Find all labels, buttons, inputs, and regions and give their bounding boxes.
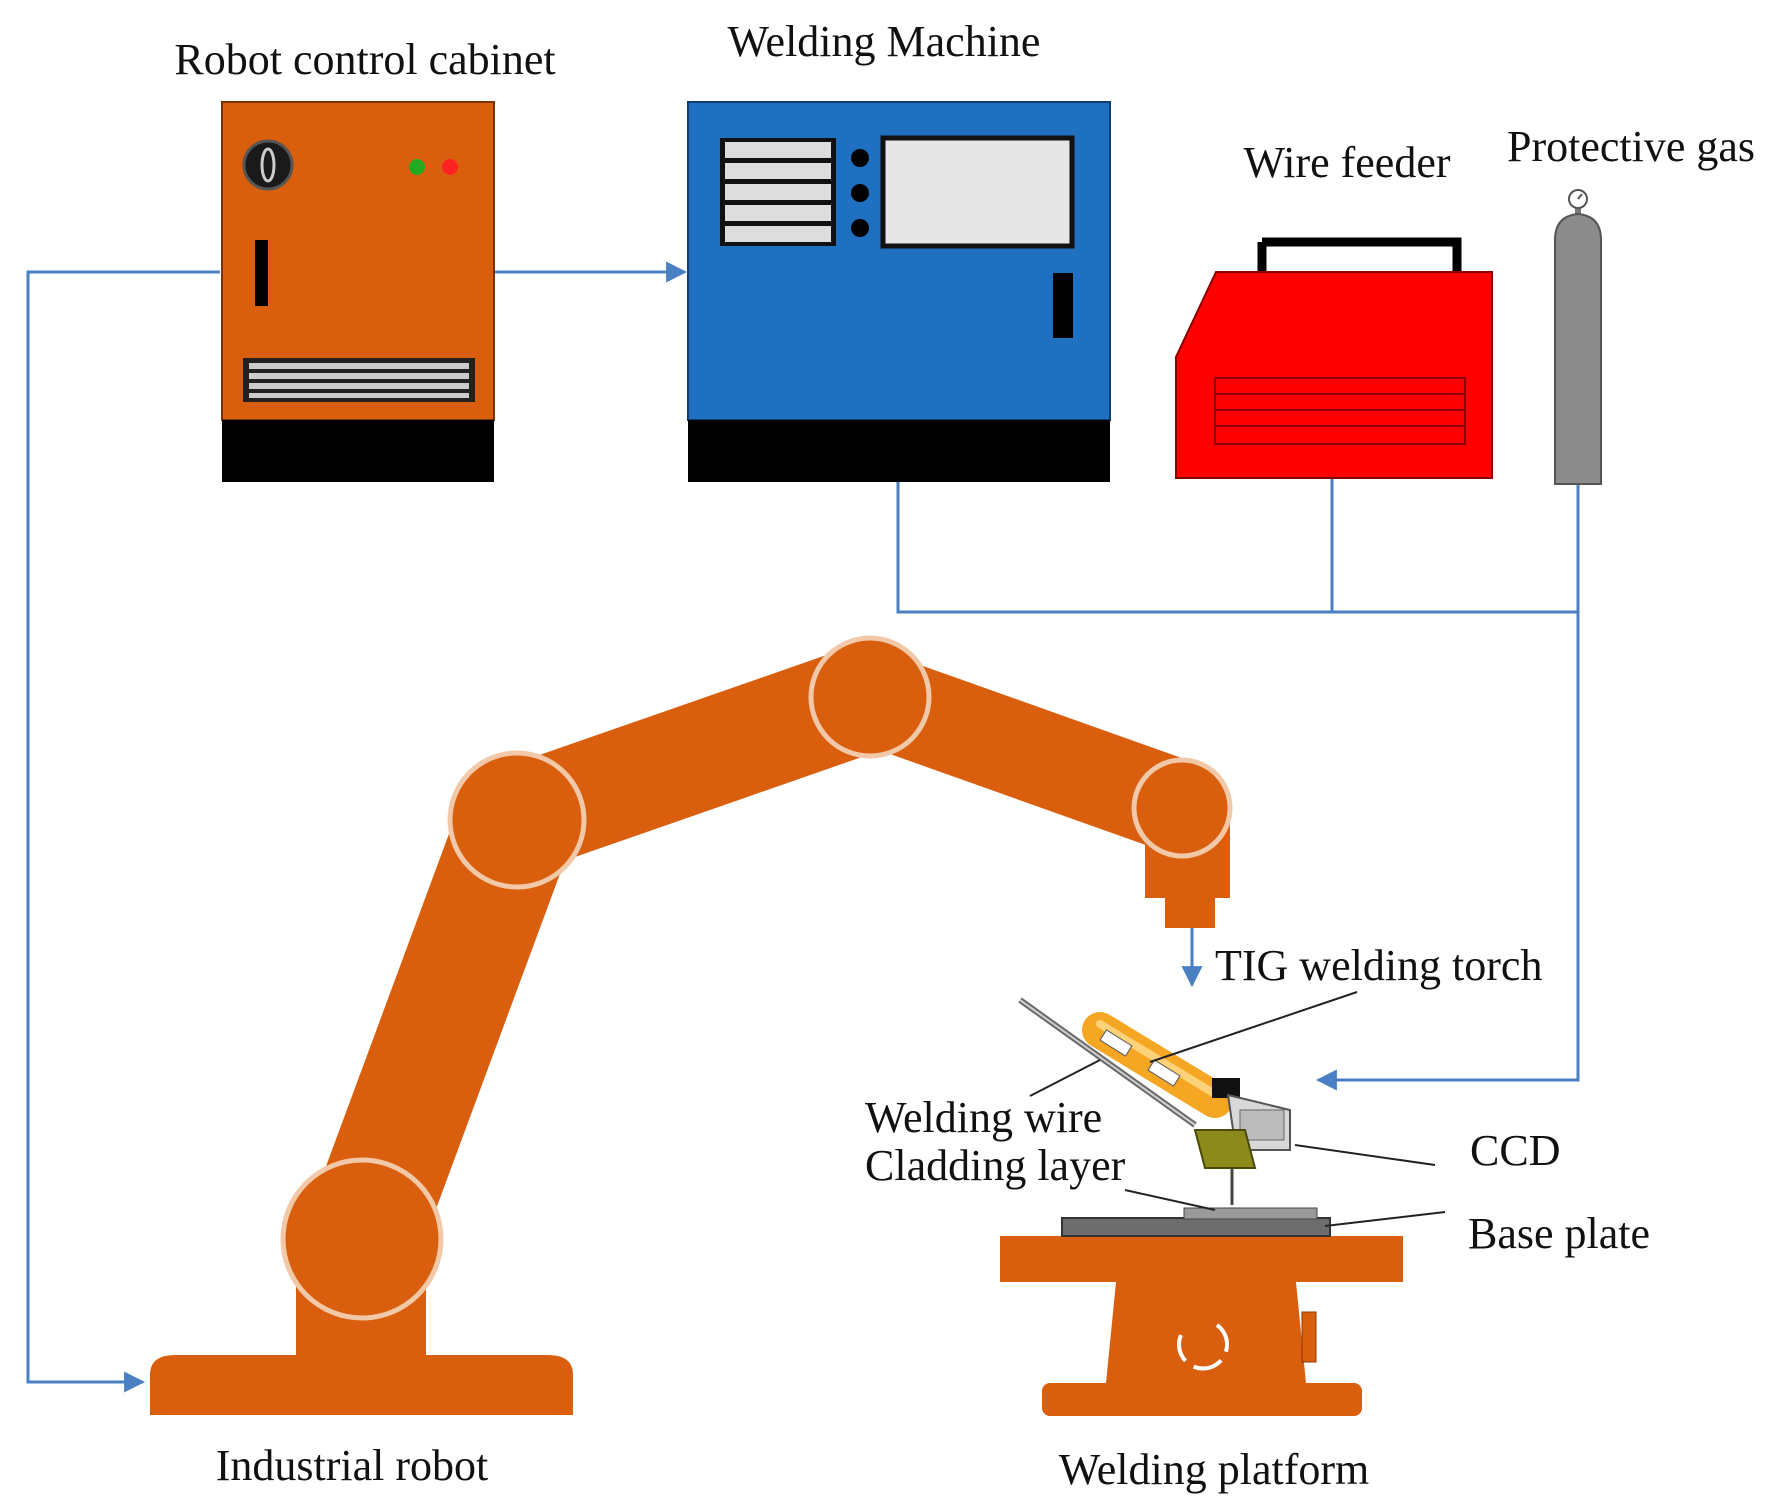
gas-cylinder-icon [1554,189,1602,485]
supply-to-torch-arrow [1315,612,1580,1091]
ccd-leader [1294,1144,1436,1166]
robot-control-cabinet-icon [221,101,495,482]
robot-joint [280,1157,444,1321]
connectors [26,261,1580,1393]
label-cladding-layer: Cladding layer [865,1141,1126,1190]
machine-supply-line [896,482,1578,614]
label-base-plate: Base plate [1468,1209,1650,1258]
machine-vent-panel [720,138,836,246]
label-ccd: CCD [1470,1126,1560,1175]
label-robot-control-cabinet: Robot control cabinet [174,35,555,84]
cladding-layer-leader [1124,1189,1216,1211]
cabinet-vent [243,358,475,402]
cabinet-to-robot-arrow [26,270,220,1393]
label-wire-feeder: Wire feeder [1243,138,1450,187]
label-welding-machine: Welding Machine [728,17,1041,66]
label-welding-platform: Welding platform [1059,1445,1370,1494]
tig-torch-icon [1018,997,1291,1205]
machine-button [851,149,869,167]
welding-wire-leader [1029,1059,1101,1097]
platform-column [1106,1282,1306,1383]
machine-button [851,219,869,237]
industrial-robot-arm-icon [150,635,1233,1415]
label-welding-wire: Welding wire [865,1093,1102,1142]
tig-torch-leader [1149,991,1358,1063]
robot-joint [1131,757,1233,859]
label-industrial-robot: Industrial robot [216,1441,489,1490]
cabinet-dial [242,139,294,191]
label-protective-gas: Protective gas [1507,122,1755,171]
platform-knob [1301,1311,1317,1363]
torch-bracket [1193,1129,1257,1169]
robot-joint [447,750,587,890]
cladding-layer [1183,1207,1318,1220]
labels: Robot control cabinet Welding Machine Wi… [174,17,1755,1494]
cabinet-red-led [442,159,458,175]
base-plate [1061,1217,1331,1237]
machine-button [851,184,869,202]
base-plate-leader [1324,1211,1446,1227]
welding-machine-icon [687,101,1111,482]
wire-feeder-icon [1175,237,1493,479]
leader-lines [1029,991,1446,1227]
cabinet-handle [255,240,268,306]
platform-table [1000,1236,1403,1282]
label-tig-welding-torch: TIG welding torch [1215,941,1542,990]
machine-display [880,135,1075,249]
cabinet-green-led [409,159,425,175]
robot-base [150,1355,573,1415]
robot-joint [808,635,932,759]
platform-foot [1042,1383,1362,1416]
platform-rotation-mark [1177,1323,1230,1371]
robot-flange [1165,898,1215,928]
machine-handle [1053,273,1073,338]
welding-platform-icon [1000,1207,1403,1416]
